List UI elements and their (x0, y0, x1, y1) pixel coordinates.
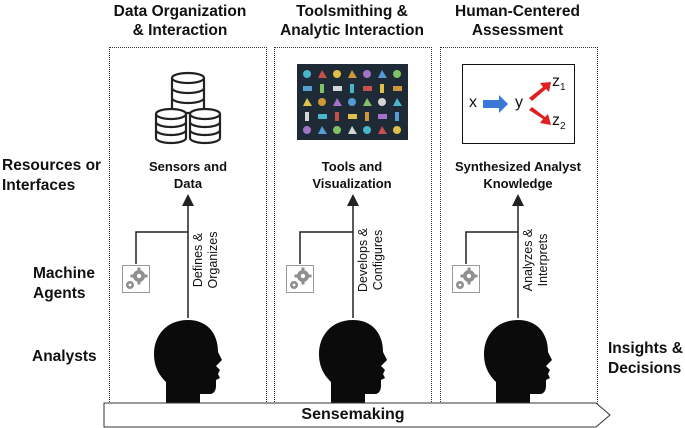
sensemaking-label: Sensemaking (301, 406, 405, 423)
label-line: Synthesized Analyst (455, 159, 581, 174)
viz-thumbnail (303, 70, 311, 78)
viz-thumbnail (305, 112, 309, 121)
label-line: Defines & (191, 232, 205, 288)
title-line: Toolsmithing & (296, 3, 408, 20)
resource-label-tools: Tools and Visualization (282, 158, 422, 192)
z-subscript: 1 (560, 82, 566, 94)
machine-agent-gear-col2 (286, 265, 314, 293)
label-line: Resources or (2, 157, 102, 174)
z-letter: z (552, 73, 560, 90)
machine-agent-gear-col1 (122, 265, 150, 293)
viz-thumbnail (395, 112, 399, 121)
connector-col1 (135, 231, 188, 264)
viz-thumbnail (318, 114, 327, 119)
viz-thumbnail (333, 86, 342, 91)
column-title-toolsmithing: Toolsmithing & Analytic Interaction (262, 2, 442, 40)
title-line: Assessment (471, 22, 564, 39)
viz-thumbnail (378, 114, 387, 119)
label-line: Analysts (32, 348, 97, 365)
row-label-analysts: Analysts (32, 347, 97, 367)
diagram-y-label: y (515, 94, 523, 111)
column-title-human-centered: Human-Centered Assessment (435, 2, 600, 40)
action-label-col2: Develops & Configures (356, 215, 388, 305)
viz-thumbnail (365, 112, 369, 121)
action-label-col1: Defines & Organizes (191, 215, 223, 305)
gear-icon (456, 267, 478, 289)
viz-thumbnail (335, 112, 339, 121)
label-line: Configures (371, 229, 385, 291)
viz-thumbnail (348, 126, 357, 134)
analyst-head-icon-col3 (484, 320, 552, 404)
machine-agent-gear-col3 (452, 265, 480, 293)
viz-thumbnail (380, 84, 384, 93)
viz-thumbnail (393, 98, 402, 106)
title-line: Data Organization (113, 3, 247, 20)
row-label-machine-agents: Machine Agents (33, 264, 95, 304)
gear-icon (126, 267, 148, 289)
label-line: Sensors and (148, 159, 228, 174)
diagram-z1-label: z1 (552, 73, 566, 93)
label-line: Interfaces (2, 177, 76, 194)
outcome-label: Insights & Decisions (608, 339, 683, 379)
viz-thumbnail (348, 114, 357, 119)
label-line: Organizes (206, 231, 220, 289)
viz-thumbnail (378, 126, 387, 134)
title-line: Analytic Interaction (280, 22, 424, 39)
analyst-head-icon-col1 (154, 320, 222, 404)
viz-thumbnail (303, 86, 312, 91)
viz-thumbnail (393, 126, 401, 134)
label-line: Decisions (608, 360, 682, 377)
title-line: Human-Centered (455, 3, 580, 20)
row-label-resources: Resources or Interfaces (2, 156, 101, 196)
viz-thumbnail (318, 70, 327, 78)
viz-thumbnail (350, 84, 354, 93)
label-line: Analyzes & (521, 228, 535, 292)
viz-thumbnail (333, 126, 341, 134)
label-line: Data (173, 176, 203, 191)
column-title-data-organization: Data Organization & Interaction (95, 2, 265, 40)
label-line: Tools and (321, 159, 383, 174)
label-line: Knowledge (483, 176, 553, 191)
diagram-z2-label: z2 (552, 112, 566, 132)
label-line: Machine (33, 265, 96, 282)
z-subscript: 2 (560, 121, 566, 133)
viz-thumbnail (320, 84, 324, 93)
z-letter: z (552, 112, 560, 129)
viz-thumbnail (378, 70, 387, 78)
resource-label-sensors: Sensors and Data (118, 158, 258, 192)
viz-thumbnail (363, 98, 372, 106)
diagram-x-label: x (469, 94, 477, 111)
knowledge-diagram-icon: x y z1 z2 (462, 64, 575, 144)
resource-label-knowledge: Synthesized Analyst Knowledge (443, 158, 593, 192)
label-line: Visualization (312, 176, 392, 191)
action-label-col3: Analyzes & Interprets (521, 215, 553, 305)
viz-thumbnail (303, 126, 311, 134)
label-line: Interprets (536, 233, 550, 287)
title-line: & Interaction (132, 22, 228, 39)
viz-thumbnail (303, 98, 312, 106)
viz-thumbnail (318, 126, 327, 134)
viz-thumbnail (363, 70, 371, 78)
analyst-head-icon-col2 (319, 320, 387, 404)
viz-thumbnail (363, 86, 372, 91)
label-line: Agents (33, 285, 86, 302)
viz-thumbnail (378, 98, 386, 106)
label-line: Develops & (356, 228, 370, 292)
database-icon (154, 71, 222, 145)
viz-thumbnail (363, 126, 371, 134)
visualization-grid-icon (297, 64, 408, 140)
viz-thumbnail (348, 70, 357, 78)
viz-thumbnail (348, 98, 356, 106)
viz-thumbnail (333, 98, 342, 106)
connector-col2 (299, 231, 353, 264)
label-line: Insights & (608, 340, 683, 357)
sensemaking-banner (103, 402, 611, 428)
viz-thumbnail (393, 70, 401, 78)
viz-thumbnail (333, 70, 341, 78)
gear-icon (290, 267, 312, 289)
connector-col3 (465, 231, 518, 264)
viz-thumbnail (393, 86, 402, 91)
viz-thumbnail (318, 98, 326, 106)
